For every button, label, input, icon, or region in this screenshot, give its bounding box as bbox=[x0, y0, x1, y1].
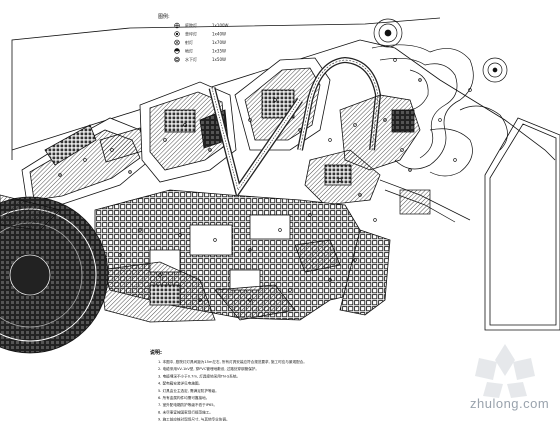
legend-label: 水下灯 bbox=[185, 56, 197, 62]
legend-item: 地灯 1x35W bbox=[174, 48, 226, 54]
fixture-icon bbox=[453, 158, 457, 162]
watermark-text: zhulong.com bbox=[470, 396, 550, 411]
fixture-icon bbox=[213, 238, 217, 242]
fixture-icon bbox=[163, 138, 167, 142]
legend-spec: 1x35W bbox=[212, 49, 226, 54]
fixture-icon bbox=[353, 123, 357, 127]
fixture-icon bbox=[178, 233, 182, 237]
fixture-icon bbox=[338, 178, 342, 182]
fixture-icon bbox=[278, 228, 282, 232]
building-cluster-center bbox=[139, 81, 237, 183]
legend-spec: 1x100W bbox=[212, 23, 229, 28]
circular-plaza bbox=[0, 194, 109, 354]
fixture-icon bbox=[248, 298, 252, 302]
legend-title: 图例: bbox=[158, 13, 170, 20]
circle-cross-icon bbox=[174, 22, 180, 29]
notes-title: 说明: bbox=[150, 349, 162, 356]
fixture-icon bbox=[183, 123, 187, 127]
fixture-icon bbox=[353, 258, 357, 262]
legend-label: 庭院灯 bbox=[185, 22, 197, 28]
design-notes: 说明: 1. 本图中, 庭院灯灯具间距为15m左右, 所有灯具安装应符合规范要求… bbox=[150, 349, 307, 422]
legend: 图例: 庭院灯 1x100W 草坪灯 1x40W 射灯 1x70W 地灯 1x35W 水下灯 1x… bbox=[158, 13, 229, 63]
u-shaped-promenade bbox=[297, 56, 382, 151]
building-cluster-south bbox=[99, 261, 296, 323]
fixture-icon bbox=[308, 213, 312, 217]
fixture-icon bbox=[158, 273, 162, 277]
fixture-icon bbox=[438, 118, 442, 122]
road-strip-east bbox=[339, 229, 391, 316]
building-cluster-east bbox=[304, 94, 421, 206]
fixture-icon bbox=[110, 148, 114, 152]
legend-item: 射灯 1x70W bbox=[174, 39, 226, 46]
fixture-icon bbox=[468, 88, 472, 92]
light-fixtures bbox=[58, 58, 472, 302]
v-walkway bbox=[208, 87, 303, 199]
circle-half-icon bbox=[174, 48, 180, 54]
legend-label: 草坪灯 bbox=[185, 31, 197, 37]
fixture-icon bbox=[328, 138, 332, 142]
circle-ring-icon bbox=[174, 56, 180, 63]
fixture-icon bbox=[393, 58, 397, 62]
note-line: 9. 施工前应核对现场尺寸, 与其他专业协调。 bbox=[158, 417, 230, 422]
note-line: 3. 电缆埋深不小于0.7m, 灯具接地采用TN-S系统。 bbox=[158, 373, 240, 378]
legend-spec: 1x50W bbox=[212, 57, 226, 62]
building-cluster-north bbox=[234, 57, 331, 151]
legend-label: 射灯 bbox=[185, 39, 193, 45]
note-line: 2. 电缆采用VV-1kV型, 穿PVC管埋地敷设, 过路处穿钢管保护。 bbox=[158, 366, 259, 371]
fixture-icon bbox=[118, 253, 122, 257]
circle-dot-icon bbox=[174, 31, 180, 37]
legend-spec: 1x40W bbox=[212, 32, 226, 37]
east-building-outline bbox=[484, 117, 560, 331]
fixture-icon bbox=[83, 158, 87, 162]
note-line: 4. 配电箱安装详见电施图。 bbox=[158, 381, 202, 386]
note-line: 1. 本图中, 庭院灯灯具间距为15m左右, 所有灯具安装应符合规范要求, 施工… bbox=[158, 359, 307, 364]
fixture-icon bbox=[288, 288, 292, 292]
note-line: 5. 灯具由业主选定, 需满足防护等级。 bbox=[158, 388, 219, 393]
legend-spec: 1x70W bbox=[212, 40, 226, 45]
legend-item: 草坪灯 1x40W bbox=[174, 31, 226, 37]
fixture-icon bbox=[400, 148, 404, 152]
note-line: 7. 室外配电箱防护等级不低于IP65。 bbox=[158, 402, 217, 407]
fixture-icon bbox=[248, 118, 252, 122]
note-line: 8. 未尽事宜按国家现行规范施工。 bbox=[158, 409, 213, 414]
legend-item: 庭院灯 1x100W bbox=[174, 22, 229, 29]
note-line: 6. 所有金属构件均需可靠接地。 bbox=[158, 395, 209, 400]
circle-x-icon bbox=[174, 39, 180, 46]
fixture-icon bbox=[273, 98, 277, 102]
legend-label: 地灯 bbox=[185, 48, 193, 54]
legend-item: 水下灯 1x50W bbox=[174, 56, 226, 63]
fixture-icon bbox=[373, 218, 377, 222]
building-cluster-west bbox=[21, 117, 151, 211]
zhulong-logo-watermark bbox=[475, 344, 535, 398]
east-landscape bbox=[371, 18, 508, 223]
